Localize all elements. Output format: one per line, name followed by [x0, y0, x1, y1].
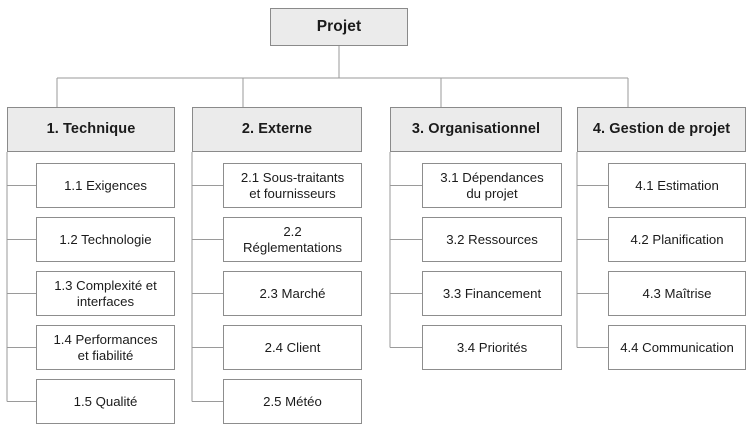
root-node-projet[interactable]: Projet	[270, 8, 408, 46]
leaf-node-label: 4.2 Planification	[630, 231, 724, 247]
leaf-node-4.1[interactable]: 4.1 Estimation	[608, 163, 746, 208]
category-header-2[interactable]: 2. Externe	[192, 107, 362, 152]
category-header-3[interactable]: 3. Organisationnel	[390, 107, 562, 152]
leaf-node-1.5[interactable]: 1.5 Qualité	[36, 379, 175, 424]
leaf-node-3.2[interactable]: 3.2 Ressources	[422, 217, 562, 262]
leaf-node-label: 2.3 Marché	[259, 285, 326, 301]
leaf-node-4.3[interactable]: 4.3 Maîtrise	[608, 271, 746, 316]
leaf-node-label: 2.4 Client	[264, 339, 321, 355]
leaf-node-label: 3.4 Priorités	[456, 339, 528, 355]
category-header-1[interactable]: 1. Technique	[7, 107, 175, 152]
category-header-label: 1. Technique	[46, 120, 136, 137]
leaf-node-label: 4.3 Maîtrise	[642, 285, 712, 301]
leaf-node-label: 2.1 Sous-traitants et fournisseurs	[240, 169, 345, 201]
leaf-node-label: 3.2 Ressources	[446, 231, 538, 247]
leaf-node-label: 1.5 Qualité	[73, 393, 138, 409]
leaf-node-label: 1.3 Complexité et interfaces	[54, 277, 157, 309]
leaf-node-2.2[interactable]: 2.2 Réglementations	[223, 217, 362, 262]
leaf-node-label: 4.1 Estimation	[635, 177, 719, 193]
leaf-node-2.3[interactable]: 2.3 Marché	[223, 271, 362, 316]
leaf-node-1.4[interactable]: 1.4 Performances et fiabilité	[36, 325, 175, 370]
category-header-label: 4. Gestion de projet	[592, 120, 731, 137]
category-header-4[interactable]: 4. Gestion de projet	[577, 107, 746, 152]
category-header-label: 3. Organisationnel	[411, 120, 541, 137]
leaf-node-4.4[interactable]: 4.4 Communication	[608, 325, 746, 370]
leaf-node-1.2[interactable]: 1.2 Technologie	[36, 217, 175, 262]
leaf-node-3.3[interactable]: 3.3 Financement	[422, 271, 562, 316]
leaf-node-label: 3.1 Dépendances du projet	[440, 169, 544, 201]
leaf-node-2.4[interactable]: 2.4 Client	[223, 325, 362, 370]
leaf-node-1.3[interactable]: 1.3 Complexité et interfaces	[36, 271, 175, 316]
root-node-label: Projet	[316, 17, 362, 35]
leaf-node-label: 2.5 Météo	[263, 393, 322, 409]
leaf-node-1.1[interactable]: 1.1 Exigences	[36, 163, 175, 208]
leaf-node-label: 1.4 Performances et fiabilité	[53, 331, 158, 363]
leaf-node-4.2[interactable]: 4.2 Planification	[608, 217, 746, 262]
leaf-node-label: 1.1 Exigences	[64, 177, 147, 193]
leaf-node-3.1[interactable]: 3.1 Dépendances du projet	[422, 163, 562, 208]
leaf-node-2.1[interactable]: 2.1 Sous-traitants et fournisseurs	[223, 163, 362, 208]
leaf-node-label: 3.3 Financement	[442, 285, 542, 301]
leaf-node-3.4[interactable]: 3.4 Priorités	[422, 325, 562, 370]
leaf-node-label: 2.2 Réglementations	[243, 223, 342, 255]
leaf-node-label: 1.2 Technologie	[59, 231, 152, 247]
leaf-node-label: 4.4 Communication	[620, 339, 734, 355]
category-header-label: 2. Externe	[241, 120, 313, 137]
leaf-node-2.5[interactable]: 2.5 Météo	[223, 379, 362, 424]
